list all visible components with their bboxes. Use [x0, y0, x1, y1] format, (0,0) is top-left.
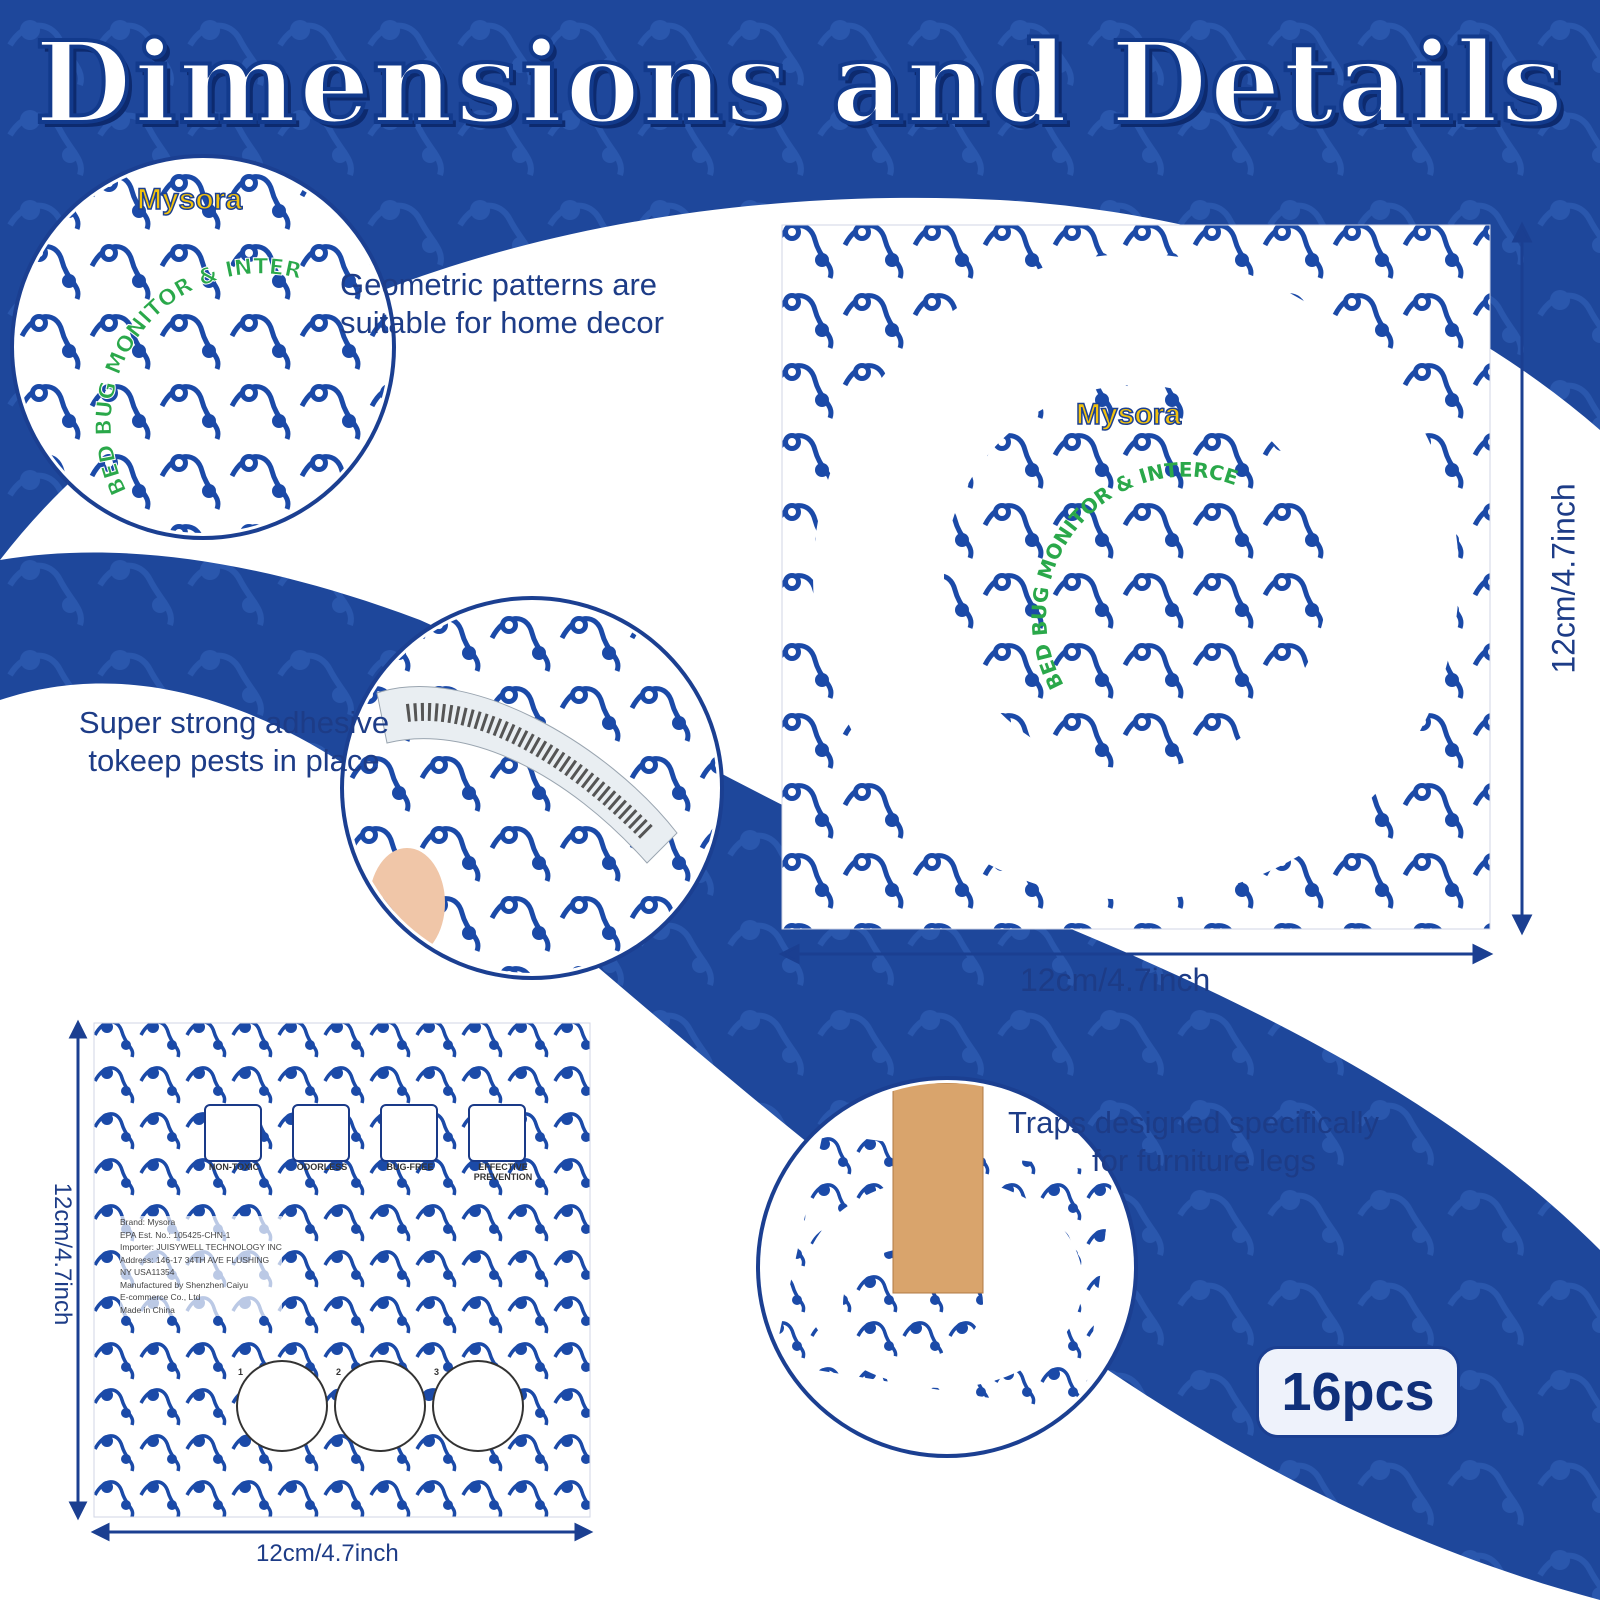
furniture-leg-icon: [763, 1083, 1131, 1451]
feature-adhesive: Super strong adhesive tokeep pests in pl…: [64, 704, 404, 780]
feature-furniture-line2: for furniture legs: [1092, 1143, 1316, 1178]
prevention-badge: EFFECTIVE PREVENTION: [468, 1104, 538, 1182]
feature-adhesive-line2: tokeep pests in place: [88, 743, 380, 778]
small-height-dimension: 12cm/4.7inch: [49, 1182, 76, 1326]
cloud-icon: [292, 1104, 350, 1162]
feature-adhesive-line1: Super strong adhesive: [78, 705, 390, 740]
step-number: 1: [238, 1367, 244, 1377]
small-width-dimension: 12cm/4.7inch: [256, 1540, 399, 1567]
feature-furniture-line1: Traps designed specifically: [1008, 1105, 1380, 1140]
bug-free-label: BUG-FREE: [386, 1162, 434, 1172]
furniture-detail-circle: [760, 1080, 1134, 1454]
brand-logo: Mysora: [136, 182, 243, 217]
adhesive-detail-circle: [344, 600, 720, 976]
shield-check-icon: [468, 1104, 526, 1162]
large-ring-label: BED BUG MONITOR & INTERCEPTOR: [944, 385, 1241, 694]
info-line: EPA Est. No.: 105425-CHN-1: [120, 1229, 231, 1240]
info-line: Manufactured by Shenzhen Caiyu: [120, 1279, 249, 1290]
quantity-badge: 16pcs: [1256, 1346, 1460, 1438]
odorless-badge: ODORLESS: [292, 1104, 352, 1182]
pattern-detail-circle: BED BUG MONITOR & INTERCEPTOR Mysora: [14, 158, 392, 536]
product-icons-row: NON-TOXIC ODORLESS BUG-FREE EFFECTIVE PR…: [204, 1104, 538, 1182]
no-bug-icon: [380, 1104, 438, 1162]
feature-patterns: Geometric patterns are suitable for home…: [340, 266, 664, 342]
info-line: Made in China: [120, 1304, 175, 1315]
info-line: E-commerce Co., Ltd: [120, 1292, 201, 1302]
step-circle: 2: [334, 1360, 426, 1452]
page-title: Dimensions and Details: [33, 16, 1566, 151]
adhesive-strip-icon: [347, 603, 717, 973]
leaf-drop-icon: [204, 1104, 262, 1162]
feature-patterns-line2: suitable for home decor: [340, 305, 664, 340]
bug-free-badge: BUG-FREE: [380, 1104, 440, 1182]
large-ring-text: BED BUG MONITOR & INTERCEPTOR: [944, 385, 1241, 694]
info-line: Brand: Mysora: [120, 1217, 176, 1227]
usage-steps: 1 2 3: [236, 1360, 524, 1452]
svg-text:BED BUG MONITOR & INTERCEPTOR: BED BUG MONITOR & INTERCEPTOR: [944, 385, 1241, 694]
step-circle: 3: [432, 1360, 524, 1452]
info-line: Address: 146-17 34TH AVE FLUSHING: [120, 1254, 270, 1265]
feature-furniture: Traps designed specifically for furnitur…: [1008, 1104, 1379, 1180]
large-width-dimension: 12cm/4.7inch: [1020, 962, 1211, 998]
large-height-dimension: 12cm/4.7inch: [1545, 483, 1582, 674]
step-number: 3: [434, 1367, 440, 1377]
large-logo: Mysora: [1075, 397, 1182, 432]
info-line: NY USA11354: [120, 1267, 175, 1277]
feature-patterns-line1: Geometric patterns are: [340, 267, 658, 302]
odorless-label: ODORLESS: [296, 1162, 348, 1172]
floral-pattern-icon: BED BUG MONITOR & INTERCEPTOR: [17, 161, 389, 533]
info-line: Importer: JUISYWELL TECHNOLOGY INC: [120, 1242, 282, 1252]
step-number: 2: [336, 1367, 342, 1377]
non-toxic-label: NON-TOXIC: [208, 1162, 260, 1172]
non-toxic-badge: NON-TOXIC: [204, 1104, 264, 1182]
step-circle: 1: [236, 1360, 328, 1452]
prevention-label: EFFECTIVE PREVENTION: [473, 1162, 533, 1182]
product-info-block: Brand: Mysora EPA Est. No.: 105425-CHN-1…: [120, 1216, 282, 1316]
